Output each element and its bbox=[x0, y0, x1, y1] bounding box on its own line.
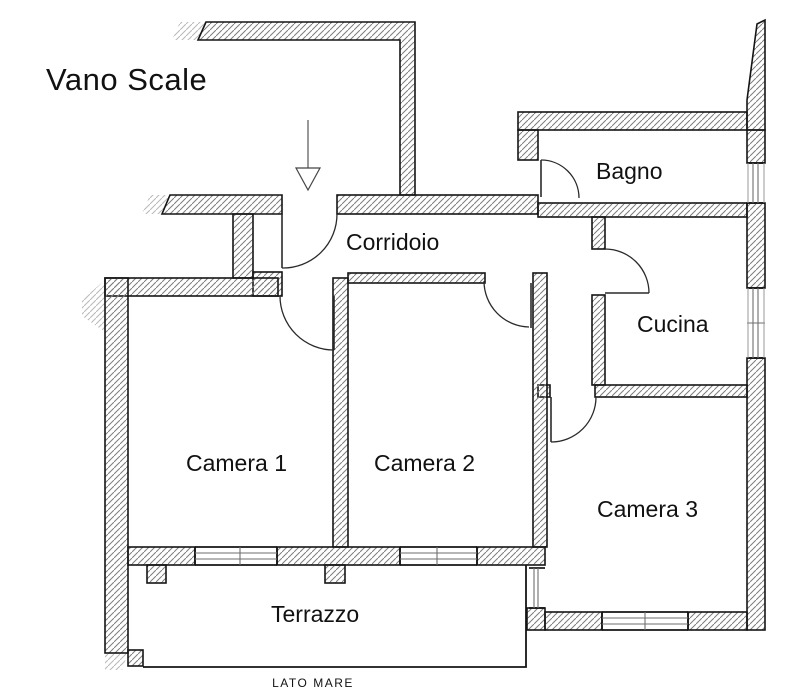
wall-camera1-top bbox=[104, 277, 279, 297]
wall-camera3-bottom bbox=[687, 611, 748, 631]
door-camera2 bbox=[483, 280, 532, 328]
wall-right bbox=[746, 202, 766, 289]
wall-bagno-top bbox=[517, 111, 748, 131]
label-camera3: Camera 3 bbox=[597, 496, 698, 522]
wall-left-foot bbox=[127, 649, 144, 667]
terrace-pillar bbox=[146, 564, 167, 584]
wall-torn-ends bbox=[82, 22, 206, 670]
label-vano-scale: Vano Scale bbox=[46, 62, 207, 97]
terrace-boundary bbox=[143, 565, 527, 668]
wall-bottom bbox=[127, 546, 196, 566]
windows bbox=[194, 162, 765, 631]
torn-end bbox=[172, 22, 206, 40]
window-camera2 bbox=[399, 546, 478, 566]
wall-bagno-bottom bbox=[537, 202, 748, 218]
wall-camera2-camera3 bbox=[532, 272, 548, 548]
entrance-arrow-icon bbox=[294, 120, 322, 192]
wall-entry-niche bbox=[232, 213, 254, 279]
wall-camera2-top bbox=[347, 272, 486, 284]
wall-right bbox=[746, 357, 766, 631]
label-cucina: Cucina bbox=[637, 311, 709, 337]
door-camera1 bbox=[279, 295, 335, 351]
wall-right bbox=[746, 129, 766, 164]
door-cucina bbox=[604, 248, 650, 294]
label-lato-mare: LATO MARE bbox=[272, 676, 354, 690]
label-corridoio: Corridoio bbox=[346, 229, 439, 255]
wall-cucina-left-upper bbox=[591, 216, 606, 250]
door-bagno bbox=[540, 159, 580, 199]
wall-corridor-top-left bbox=[160, 194, 283, 215]
window-camera3-west bbox=[529, 567, 545, 609]
label-camera1: Camera 1 bbox=[186, 450, 287, 476]
torn-end bbox=[82, 280, 105, 332]
wall-cucina-bottom bbox=[594, 384, 748, 398]
torn-end bbox=[105, 653, 128, 670]
wall-camera1-camera2 bbox=[332, 277, 349, 548]
door-camera3 bbox=[550, 396, 597, 443]
terrace-pillar bbox=[324, 564, 346, 584]
window-cucina bbox=[747, 287, 765, 359]
room-labels: Vano Scale Corridoio Bagno Cucina Camera… bbox=[46, 62, 709, 690]
wall-camera3-bottom bbox=[544, 611, 603, 631]
door-entrance bbox=[281, 213, 338, 269]
window-bagno bbox=[747, 162, 765, 204]
label-camera2: Camera 2 bbox=[374, 450, 475, 476]
wall-bottom bbox=[476, 546, 546, 566]
label-terrazzo: Terrazzo bbox=[271, 601, 359, 627]
wall-bagno-left bbox=[517, 129, 539, 161]
torn-end bbox=[142, 195, 170, 214]
wall-camera3-corner bbox=[526, 607, 546, 631]
label-bagno: Bagno bbox=[596, 158, 663, 184]
window-camera1 bbox=[194, 546, 278, 566]
doors bbox=[279, 159, 650, 443]
wall-bottom bbox=[276, 546, 401, 566]
wall-corridor-top-right bbox=[336, 194, 539, 215]
window-camera3-south bbox=[601, 611, 689, 631]
wall-left bbox=[104, 277, 129, 654]
walls bbox=[104, 18, 766, 667]
wall-cucina-left-lower bbox=[591, 294, 606, 386]
